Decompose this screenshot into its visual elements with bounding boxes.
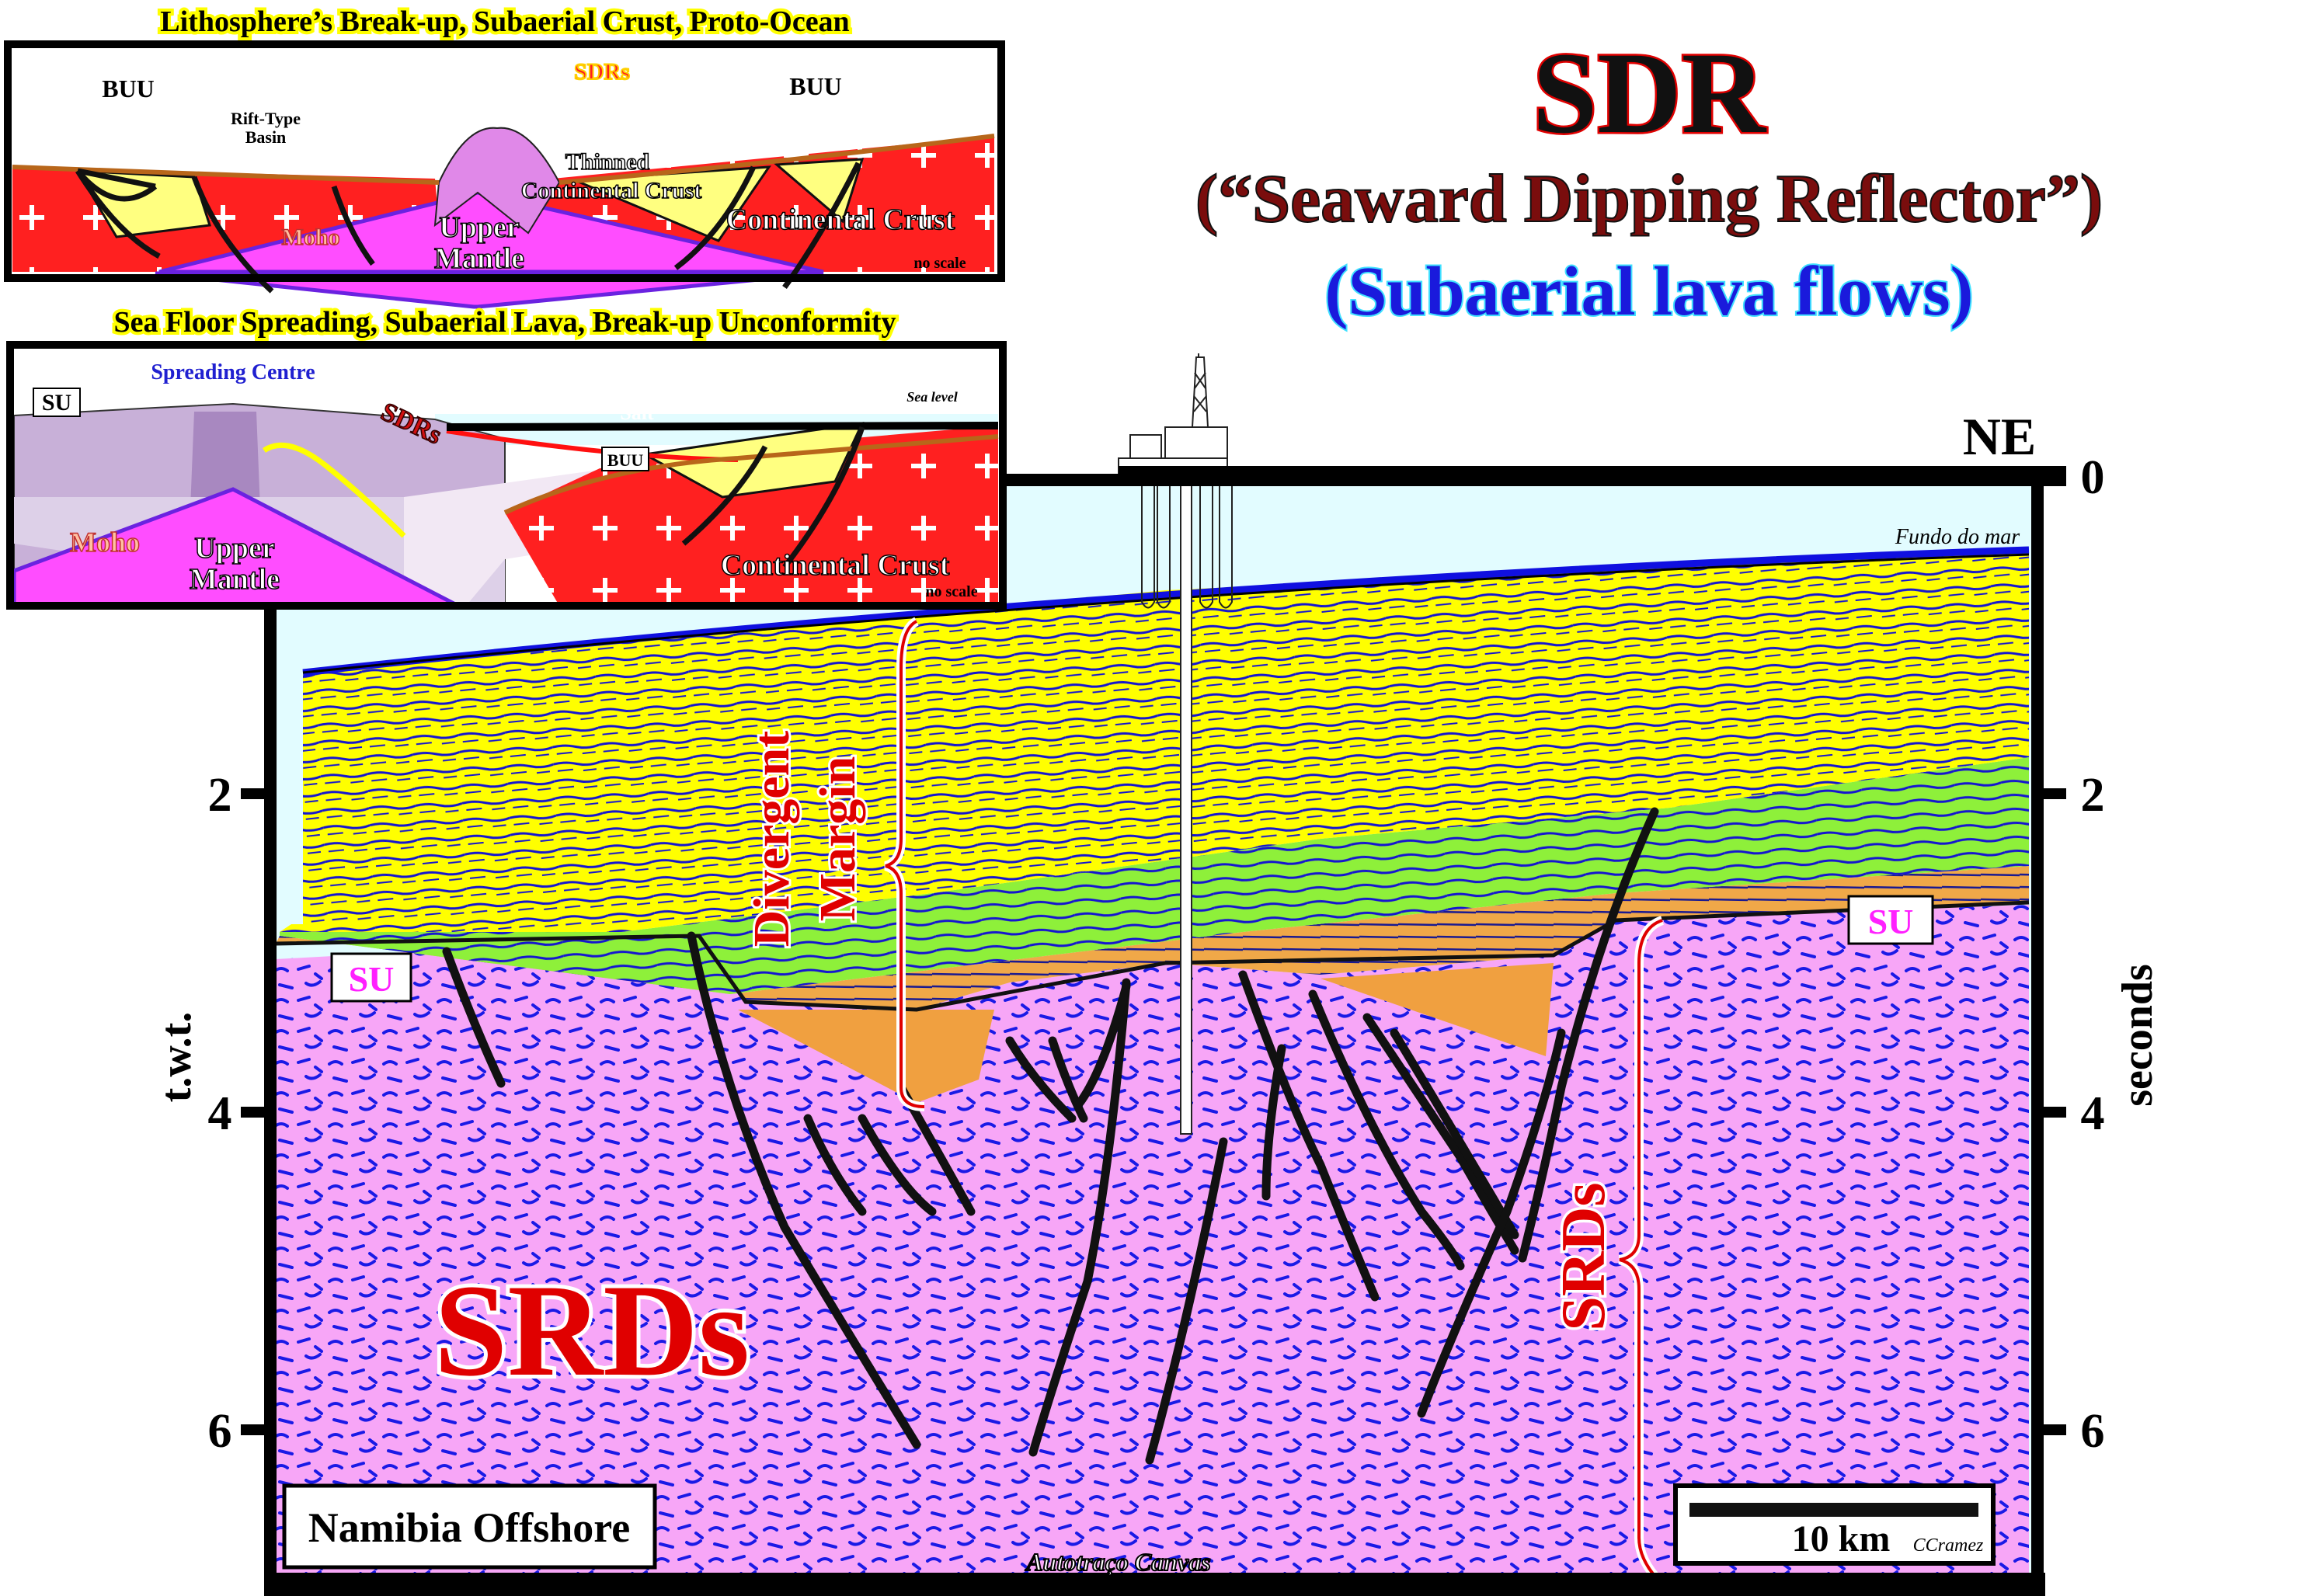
yellow-layer [280,550,2029,932]
location-label: Namibia Offshore [308,1504,631,1551]
seismic-section: 0 2 2 4 4 6 6 NE t.w.t. seconds Fundo do… [152,353,2162,1596]
scale-bar [1689,1503,1978,1517]
su-left-label: SU [349,959,395,999]
direction-label: NE [1963,407,2036,466]
left-tick-4: 4 [208,1087,232,1140]
title-block: SDR (“Seaward Dipping Reflector”) (Subae… [1195,27,2103,332]
axis-left-label: t.w.t. [152,1012,200,1103]
inset-breakup: Lithosphere’s Break-up, Subaerial Crust,… [4,2,1005,309]
inset1-rift-1: Rift-Type [231,109,301,128]
su-left-box [330,952,412,1003]
basement-layer [276,905,2029,1584]
fundo-label: Fundo do mar [1895,525,2020,549]
inset1-upper-2: Mantle [434,242,524,275]
scale-label: 10 km [1792,1518,1891,1559]
title-subtitle: (“Seaward Dipping Reflector”) [1195,162,2103,237]
divergent-margin-label-2: Margin [809,756,866,922]
inset2-continental: Continental Crust [721,549,950,582]
inset1-thinned-1: Thinned [565,149,650,175]
srds-vertical-label: SRDs [1550,1182,1618,1330]
inset2-heading: Sea Floor Spreading, Subaerial Lava, Bre… [113,306,896,339]
title-caption: (Subaerial lava flows) [1324,253,1973,330]
inset2-su: SU [42,390,71,416]
left-tick-2: 2 [208,769,232,822]
inset2-salt: Salt [620,402,654,424]
seabed-line [302,546,2030,676]
axis-right-label: seconds [2114,964,2162,1107]
inset1-buu-right: BUU [789,72,842,100]
inset1-continental: Continental Crust [726,203,955,236]
right-tick-4: 4 [2081,1087,2105,1140]
right-tick-2: 2 [2081,769,2105,822]
location-box [282,1483,657,1570]
inset1-rift-2: Basin [245,127,287,147]
inset1-upper-1: Upper [439,211,520,244]
credit-label: Autotraço Canvas [1025,1548,1210,1576]
title-main: SDR [1533,29,1767,158]
inset1-thinned-2: Continental Crust [521,178,702,203]
inset2-upper-1: Upper [194,532,275,565]
srds-big-label: SRDs [434,1257,750,1403]
inset2-moho: Moho [70,527,140,558]
divergent-margin-label-1: Divergent [743,731,800,948]
wellbore [1180,473,1192,1135]
inset2-upper-2: Mantle [190,563,280,596]
orange-basin-fill-2 [1321,963,1554,1056]
inset2-buu: BUU [607,450,644,470]
inset1-sdrs: SDRs [574,59,630,85]
green-layer [280,757,2029,994]
left-tick-6: 6 [208,1405,232,1458]
su-right-box [1847,895,1934,945]
right-tick-6: 6 [2081,1405,2105,1458]
inset2-no-scale: no scale [925,583,977,600]
inset1-heading: Lithosphere’s Break-up, Subaerial Crust,… [160,5,849,38]
right-tick-0: 0 [2081,451,2105,504]
axis-ticks [241,471,2066,1435]
author-label: CCramez [1913,1535,1984,1556]
inset1-no-scale: no scale [913,255,966,272]
inset-spreading: Sea Floor Spreading, Subaerial Lava, Bre… [6,303,1007,610]
su-right-label: SU [1868,902,1914,941]
orange-basin-fill [738,1010,994,1103]
inset1-moho: Moho [282,224,340,250]
inset1-buu-left: BUU [102,75,155,103]
inset2-sea-level: Sea level [906,389,957,405]
scale-box [1673,1483,1996,1566]
inset2-spreading-centre: Spreading Centre [151,360,315,384]
